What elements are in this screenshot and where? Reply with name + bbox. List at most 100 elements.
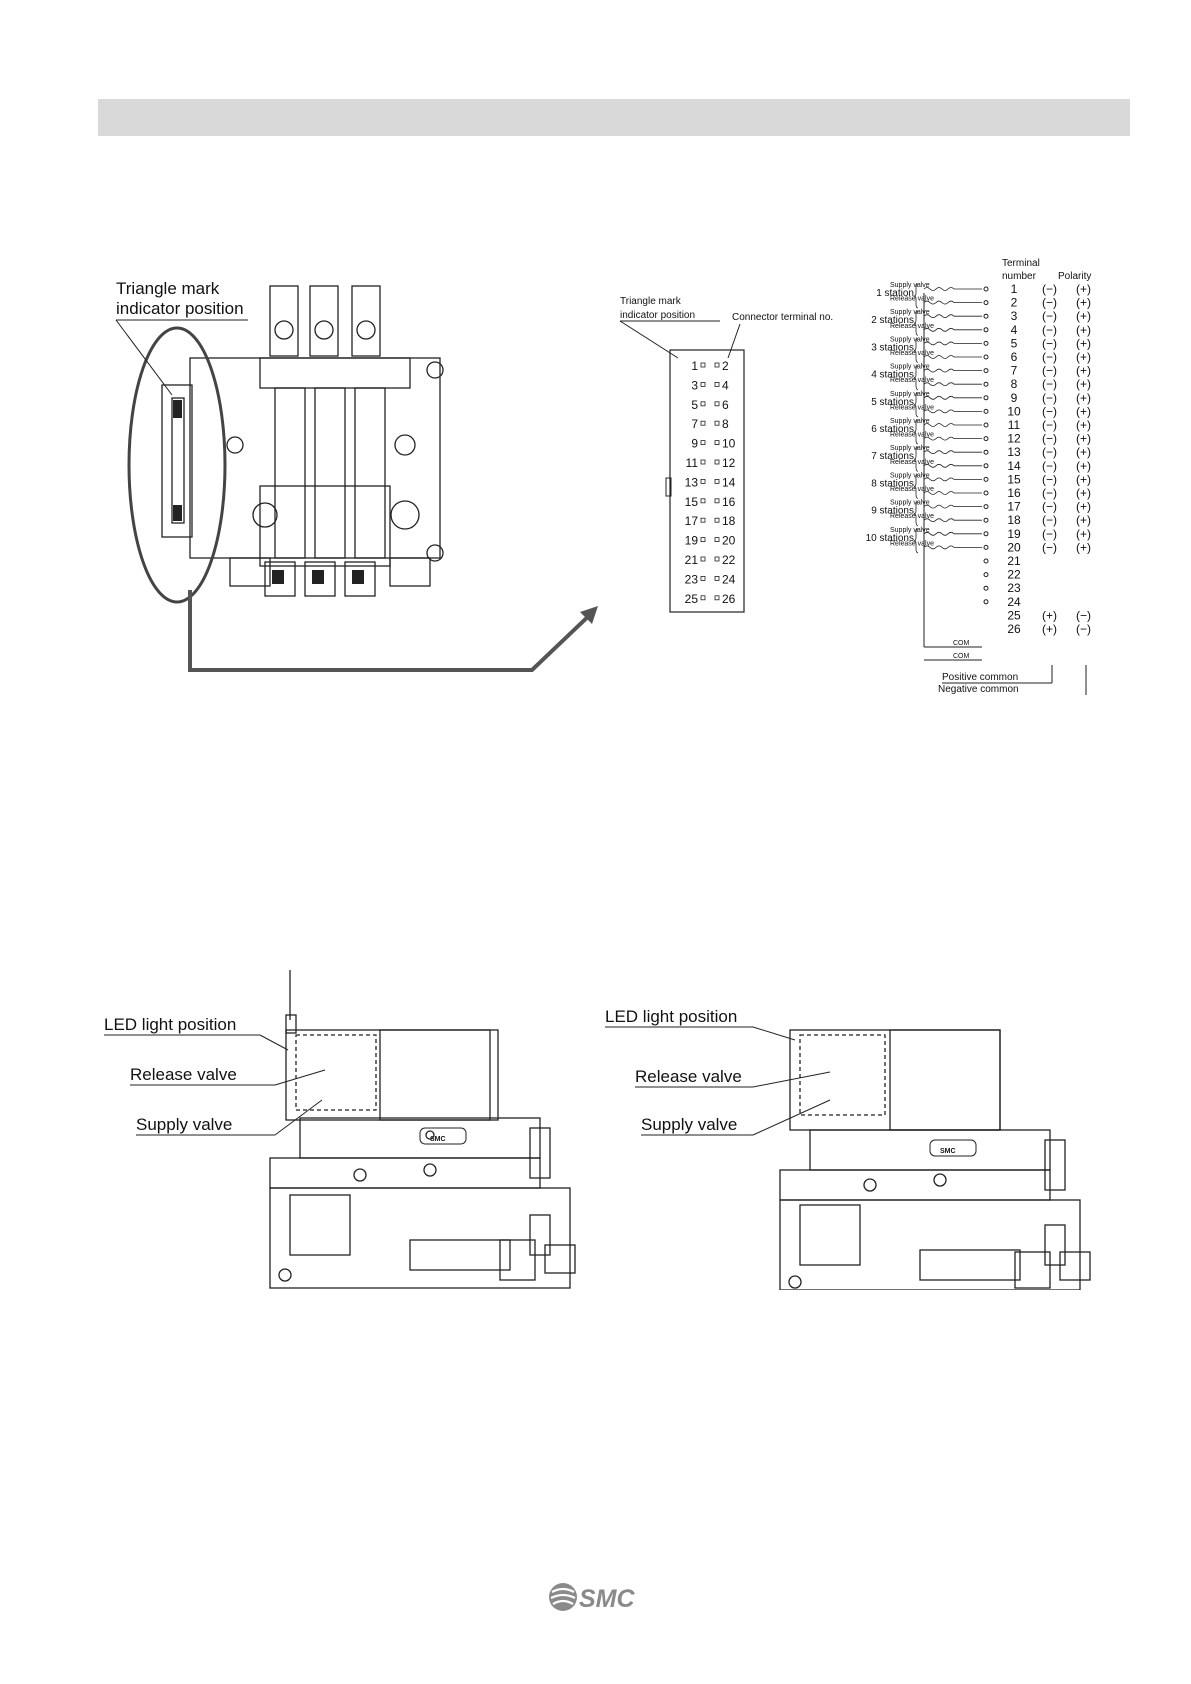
pin-hole xyxy=(714,517,720,523)
pin-number-right: 20 xyxy=(722,534,736,548)
station-brace xyxy=(913,501,919,526)
polarity-negative-common: (+) xyxy=(1076,377,1091,391)
valve-label: Release valve xyxy=(890,540,934,547)
com-label-2: COM xyxy=(953,653,970,660)
station-brace xyxy=(913,474,919,499)
valve-label: Release valve xyxy=(890,513,934,520)
polarity-negative-common: (+) xyxy=(1076,445,1091,459)
polarity-com-positive: (+) xyxy=(1042,622,1057,636)
smc-logo: SMC xyxy=(549,1583,636,1613)
terminal-number: 13 xyxy=(1007,445,1021,459)
release-valve-label-left: Release valve xyxy=(130,1065,237,1084)
coil-line xyxy=(923,545,982,550)
pin-number-left: 25 xyxy=(685,592,699,606)
polarity-negative-common: (+) xyxy=(1076,323,1091,337)
valve-label: Release valve xyxy=(890,404,934,411)
triangle-mark-label-line2: indicator position xyxy=(116,299,244,318)
supply-valve-label-left: Supply valve xyxy=(136,1115,232,1134)
polarity-positive-common: (−) xyxy=(1042,309,1057,323)
polarity-negative-common: (+) xyxy=(1076,432,1091,446)
station-label: 6 stations xyxy=(871,424,914,435)
pin-number-left: 9 xyxy=(691,437,698,451)
polarity-positive-common: (−) xyxy=(1042,336,1057,350)
section-header-bar xyxy=(98,99,1130,136)
smc-badge-right: SMC xyxy=(940,1148,956,1155)
pin-hole xyxy=(714,575,720,581)
terminal-number: 12 xyxy=(1007,432,1021,446)
terminal-number: 20 xyxy=(1007,540,1021,554)
pin-number-right: 6 xyxy=(722,398,729,412)
valve-label: Release valve xyxy=(890,459,934,466)
terminal-number: 6 xyxy=(1011,350,1018,364)
valve-label: Release valve xyxy=(890,323,934,330)
led-light-label-right: LED light position xyxy=(605,1007,737,1026)
pin-hole xyxy=(700,595,706,601)
coil-line xyxy=(923,300,982,305)
terminal-dot xyxy=(983,463,989,469)
led-light-label-left: LED light position xyxy=(104,1015,236,1034)
polarity-positive-common: (−) xyxy=(1042,445,1057,459)
polarity-negative-common: (+) xyxy=(1076,418,1091,432)
polarity-negative-common: (+) xyxy=(1076,459,1091,473)
polarity-negative-common: (+) xyxy=(1076,486,1091,500)
release-valve-label-right: Release valve xyxy=(635,1067,742,1086)
polarity-negative-common: (+) xyxy=(1076,309,1091,323)
polarity-positive-common: (−) xyxy=(1042,391,1057,405)
pin-number-right: 24 xyxy=(722,572,736,586)
station-brace xyxy=(913,338,919,363)
terminal-dot xyxy=(983,368,989,374)
polarity-negative-common: (+) xyxy=(1076,296,1091,310)
pin-number-right: 2 xyxy=(722,359,729,373)
positive-common-label: Positive common xyxy=(942,672,1018,683)
polarity-positive-common: (−) xyxy=(1042,296,1057,310)
terminal-number: 14 xyxy=(1007,459,1021,473)
pin-hole xyxy=(700,401,706,407)
polarity-positive-common: (−) xyxy=(1042,513,1057,527)
terminal-dot xyxy=(983,599,989,605)
polarity-negative-common: (+) xyxy=(1076,513,1091,527)
polarity-com-negative: (−) xyxy=(1076,622,1091,636)
pin-number-left: 3 xyxy=(691,378,698,392)
pin-triangle-label-line2: indicator position xyxy=(620,310,695,321)
station-label: 8 stations xyxy=(871,478,914,489)
smc-logo-text: SMC xyxy=(579,1585,636,1613)
terminal-dot xyxy=(983,490,989,496)
station-brace xyxy=(913,392,919,418)
coil-line xyxy=(923,477,982,482)
terminal-dot xyxy=(983,436,989,442)
terminal-dot xyxy=(983,531,989,537)
terminal-dot xyxy=(983,286,989,292)
pin-hole xyxy=(700,478,706,484)
polarity-header: Polarity xyxy=(1058,271,1091,282)
valve-label: Supply valve xyxy=(890,418,930,425)
valve-label: Release valve xyxy=(890,377,934,384)
terminal-dot xyxy=(983,300,989,306)
terminal-dot xyxy=(983,517,989,523)
pin-number-left: 19 xyxy=(685,534,699,548)
coil-line xyxy=(923,450,982,455)
valve-label: Supply valve xyxy=(890,336,930,343)
pin-number-left: 15 xyxy=(685,495,699,509)
coil-line xyxy=(923,409,982,414)
pin-hole xyxy=(700,537,706,543)
valve-label: Supply valve xyxy=(890,472,930,479)
pin-number-right: 14 xyxy=(722,475,736,489)
terminal-number: 16 xyxy=(1007,486,1021,500)
terminal-dot xyxy=(983,449,989,455)
terminal-dot xyxy=(983,476,989,482)
terminal-dot xyxy=(983,354,989,360)
polarity-positive-common: (−) xyxy=(1042,323,1057,337)
station-label: 5 stations xyxy=(871,397,914,408)
pin-hole xyxy=(700,382,706,387)
polarity-negative-common: (+) xyxy=(1076,540,1091,554)
polarity-positive-common: (−) xyxy=(1042,377,1057,391)
terminal-dot xyxy=(983,585,989,591)
station-label: 10 stations xyxy=(866,533,914,544)
valve-label: Supply valve xyxy=(890,282,930,289)
terminal-number: 26 xyxy=(1007,622,1021,636)
polarity-positive-common: (−) xyxy=(1042,404,1057,418)
side-view-left: SMC LED light position Release valve Sup… xyxy=(104,970,576,1289)
coil-line xyxy=(923,531,982,536)
station-label: 4 stations xyxy=(871,370,914,381)
